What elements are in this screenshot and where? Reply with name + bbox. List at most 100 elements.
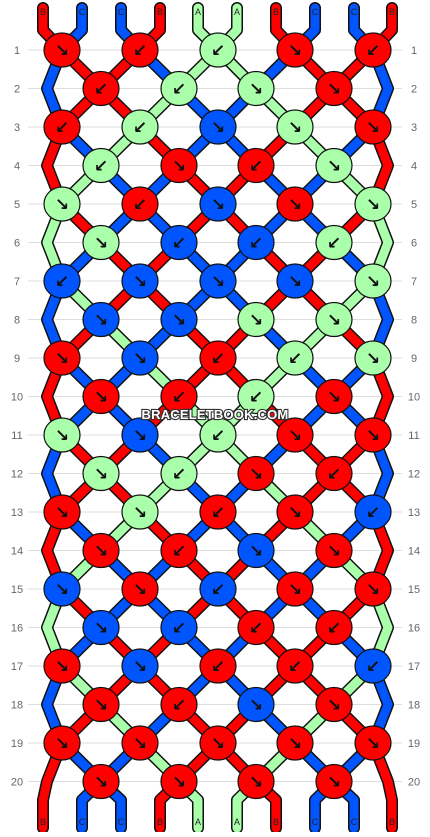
knot-shape <box>82 301 120 338</box>
knot-shape <box>276 186 314 222</box>
knot-arrow-icon: ↘ <box>249 311 263 331</box>
knot-arrow-icon: ↙ <box>327 234 341 254</box>
knot-arrow-icon: ↘ <box>249 542 263 562</box>
knot-shape <box>160 224 198 261</box>
knot-arrow-icon: ↘ <box>133 349 147 369</box>
knot-shape <box>354 725 392 761</box>
knot-arrow-icon: ↘ <box>288 272 302 292</box>
knot: ↘ <box>43 494 81 530</box>
knot-shape <box>82 224 120 261</box>
knot-shape <box>160 70 198 107</box>
knot-arrow-icon: ↘ <box>249 80 263 100</box>
knot: ↙ <box>315 455 353 492</box>
knot-shape <box>160 301 198 338</box>
knot-shape <box>82 455 120 492</box>
row-number-left: 7 <box>14 276 20 288</box>
row-number-right: 17 <box>408 661 420 673</box>
knot-arrow-icon: ↙ <box>288 657 302 677</box>
knot: ↙ <box>121 32 159 68</box>
knot-arrow-icon: ↘ <box>172 311 186 331</box>
string-label-top: B <box>389 7 395 17</box>
knot-shape <box>121 571 159 607</box>
knot-arrow-icon: ↘ <box>366 118 380 138</box>
row-number-left: 17 <box>11 661 23 673</box>
knot-shape <box>315 147 353 184</box>
knot-arrow-icon: ↘ <box>211 195 225 215</box>
knot-arrow-icon: ↙ <box>327 619 341 639</box>
knot-arrow-icon: ↘ <box>94 311 108 331</box>
knot-shape <box>121 417 159 453</box>
knot: ↘ <box>315 378 353 415</box>
knot-arrow-icon: ↙ <box>366 41 380 61</box>
knot: ↘ <box>237 70 275 107</box>
knot-shape <box>276 494 314 530</box>
knot-shape <box>354 32 392 68</box>
knot-arrow-icon: ↙ <box>288 349 302 369</box>
knot: ↙ <box>354 32 392 68</box>
knot-arrow-icon: ↘ <box>55 41 69 61</box>
knot-shape <box>82 147 120 184</box>
knots: ↘↙↙↘↙↙↙↘↘↙↙↘↘↘↙↘↙↘↘↙↘↘↘↘↙↙↙↙↘↘↘↘↘↘↘↘↘↘↙↙… <box>43 32 392 800</box>
knot-arrow-icon: ↘ <box>366 580 380 600</box>
knot: ↘ <box>82 378 120 415</box>
knot-shape <box>121 648 159 684</box>
knot-arrow-icon: ↘ <box>133 272 147 292</box>
knot-shape <box>237 763 275 800</box>
knot-arrow-icon: ↙ <box>172 696 186 716</box>
knot-arrow-icon: ↘ <box>172 773 186 793</box>
knot: ↘ <box>354 725 392 761</box>
knot-arrow-icon: ↘ <box>288 426 302 446</box>
knot-shape <box>315 70 353 107</box>
knot: ↙ <box>160 609 198 646</box>
knot-arrow-icon: ↘ <box>94 234 108 254</box>
knot-arrow-icon: ↘ <box>327 311 341 331</box>
knot-shape <box>160 686 198 723</box>
string-label-top: C <box>351 7 358 17</box>
knot-arrow-icon: ↙ <box>172 465 186 485</box>
knot: ↘ <box>82 609 120 646</box>
row-number-right: 6 <box>411 238 417 250</box>
knot-shape <box>199 648 237 684</box>
knot-arrow-icon: ↘ <box>94 773 108 793</box>
string-label-top: A <box>234 7 240 17</box>
row-number-left: 13 <box>11 507 23 519</box>
knot: ↙ <box>199 648 237 684</box>
row-number-right: 14 <box>408 546 420 558</box>
knot: ↘ <box>43 648 81 684</box>
knot: ↘ <box>276 32 314 68</box>
knot: ↘ <box>354 571 392 607</box>
knot-shape <box>315 763 353 800</box>
knot: ↙ <box>82 147 120 184</box>
knot-shape <box>237 609 275 646</box>
knot-arrow-icon: ↙ <box>366 657 380 677</box>
knot: ↘ <box>199 109 237 145</box>
knot-shape <box>199 340 237 376</box>
knot: ↘ <box>121 263 159 299</box>
knot-arrow-icon: ↘ <box>327 696 341 716</box>
knot-shape <box>276 340 314 376</box>
knot-shape <box>237 147 275 184</box>
knot-arrow-icon: ↘ <box>133 580 147 600</box>
row-number-left: 4 <box>14 161 20 173</box>
knot-shape <box>82 609 120 646</box>
knot-shape <box>199 417 237 453</box>
knot: ↙ <box>199 571 237 607</box>
knot-arrow-icon: ↙ <box>211 41 225 61</box>
knot-arrow-icon: ↘ <box>172 157 186 177</box>
knot: ↙ <box>276 340 314 376</box>
knot-shape <box>199 109 237 145</box>
knot-arrow-icon: ↘ <box>366 349 380 369</box>
knot-shape <box>237 686 275 723</box>
knot-arrow-icon: ↘ <box>211 272 225 292</box>
knot-arrow-icon: ↙ <box>249 234 263 254</box>
knot-arrow-icon: ↘ <box>327 157 341 177</box>
knot: ↘ <box>160 301 198 338</box>
row-number-right: 3 <box>411 122 417 134</box>
knot: ↘ <box>43 186 81 222</box>
knot: ↙ <box>354 648 392 684</box>
knot-shape <box>315 301 353 338</box>
knot: ↙ <box>237 224 275 261</box>
knot-arrow-icon: ↘ <box>288 195 302 215</box>
row-number-left: 18 <box>11 700 23 712</box>
knot: ↘ <box>276 109 314 145</box>
